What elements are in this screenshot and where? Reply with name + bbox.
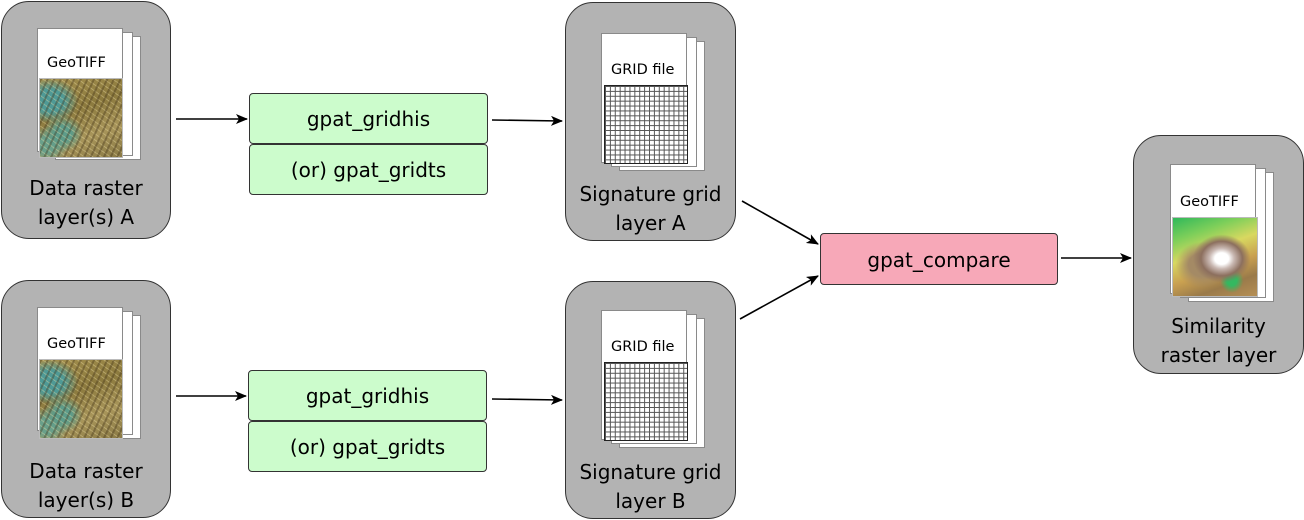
- terrain-thumbnail: [39, 78, 123, 158]
- output-node: GeoTIFF Similarity raster layer: [1133, 135, 1304, 374]
- input-node-a: GeoTIFF Data raster layer(s) A: [1, 1, 171, 239]
- file-type-label: GRID file: [611, 339, 675, 355]
- input-caption-b: Data raster layer(s) B: [2, 457, 170, 515]
- caption-line: layer A: [615, 211, 686, 235]
- file-type-label: GeoTIFF: [47, 336, 106, 352]
- caption-line: Data raster: [29, 459, 143, 483]
- caption-line: layer(s) A: [37, 205, 135, 229]
- caption-line: Signature grid: [579, 460, 722, 484]
- signature-node-a: GRID file Signature grid layer A: [565, 2, 736, 241]
- arrow-signature-b-to-compare: [739, 275, 819, 320]
- grid-file-document-icon: GRID file: [599, 33, 709, 173]
- caption-line: Signature grid: [579, 182, 722, 206]
- input-node-b: GeoTIFF Data raster layer(s) B: [1, 280, 171, 518]
- gridhis-tool-a: gpat_gridhis: [249, 93, 488, 144]
- input-caption-a: Data raster layer(s) A: [2, 174, 170, 232]
- geotiff-document-icon: GeoTIFF: [35, 307, 145, 442]
- arrow-signature-a-to-compare: [741, 200, 819, 245]
- file-type-label: GeoTIFF: [47, 55, 106, 71]
- caption-line: layer(s) B: [37, 488, 135, 512]
- gridts-tool-b: (or) gpat_gridts: [248, 421, 487, 472]
- caption-line: Similarity: [1171, 314, 1266, 338]
- file-type-label: GeoTIFF: [1180, 194, 1239, 210]
- signature-node-b: GRID file Signature grid layer B: [565, 281, 736, 519]
- compare-tool: gpat_compare: [820, 233, 1058, 285]
- geotiff-document-icon: GeoTIFF: [1168, 164, 1278, 304]
- gridhis-tool-b: gpat_gridhis: [248, 370, 487, 421]
- caption-line: layer B: [615, 489, 686, 513]
- caption-line: raster layer: [1160, 343, 1277, 367]
- arrow-tool-b-to-signature: [491, 394, 563, 405]
- caption-line: Data raster: [29, 176, 143, 200]
- grid-file-document-icon: GRID file: [599, 310, 709, 450]
- signature-caption-b: Signature grid layer B: [566, 458, 735, 516]
- output-caption: Similarity raster layer: [1134, 312, 1303, 370]
- file-type-label: GRID file: [611, 62, 675, 78]
- grid-thumbnail: [604, 362, 688, 441]
- terrain-thumbnail: [39, 359, 123, 439]
- signature-caption-a: Signature grid layer A: [566, 180, 735, 238]
- gridts-tool-a: (or) gpat_gridts: [249, 144, 488, 195]
- similarity-thumbnail: [1172, 217, 1258, 297]
- arrow-tool-a-to-signature: [491, 115, 563, 126]
- grid-thumbnail: [604, 85, 688, 164]
- geotiff-document-icon: GeoTIFF: [35, 28, 145, 163]
